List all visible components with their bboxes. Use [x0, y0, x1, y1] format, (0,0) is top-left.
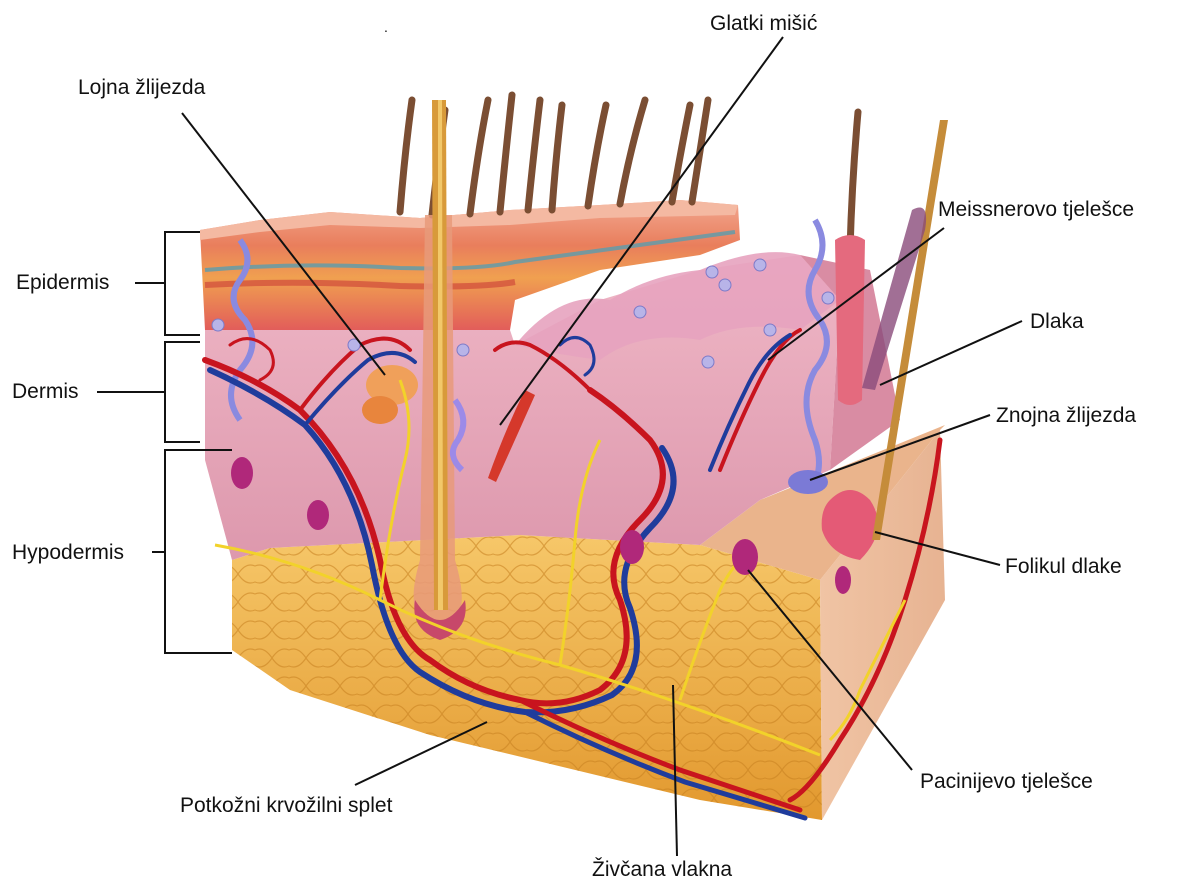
- epidermis-bracket: [135, 232, 200, 335]
- sweat-gland-body: [788, 470, 828, 494]
- meissner-corpuscle: [822, 292, 834, 304]
- meissner-corpuscle: [634, 306, 646, 318]
- hair-shaft: [850, 112, 858, 250]
- hair-shaft: [620, 100, 645, 204]
- pacinian-corpuscle: [307, 500, 329, 530]
- sebaceous-gland-lobe: [362, 396, 398, 424]
- stray-dot: .: [384, 19, 388, 35]
- label-zivcana-vlakna: Živčana vlakna: [592, 858, 732, 882]
- label-meissnerovo-tjelesce: Meissnerovo tjelešce: [938, 198, 1134, 222]
- hair-shaft: [470, 100, 488, 214]
- label-dlaka: Dlaka: [1030, 310, 1084, 334]
- pacinian-corpuscle: [835, 566, 851, 594]
- hair-shaft: [672, 105, 690, 202]
- label-dermis: Dermis: [12, 380, 79, 404]
- meissner-corpuscle: [457, 344, 469, 356]
- pacinian-corpuscle: [620, 530, 644, 564]
- label-pacinijevo-tjelesce: Pacinijevo tjelešce: [920, 770, 1093, 794]
- right-follicle-sheath: [835, 235, 865, 405]
- meissner-corpuscle: [706, 266, 718, 278]
- hair-shaft: [400, 100, 412, 212]
- label-lojna-zlijezda: Lojna žlijezda: [78, 76, 205, 100]
- leader-dlaka: [880, 321, 1022, 385]
- pacinian-corpuscle: [231, 457, 253, 489]
- label-hypodermis: Hypodermis: [12, 541, 124, 565]
- label-epidermis: Epidermis: [16, 271, 109, 295]
- label-folikul-dlake: Folikul dlake: [1005, 555, 1122, 579]
- dermis-bracket: [97, 342, 200, 442]
- hair-shaft: [528, 100, 540, 210]
- hair-shaft: [552, 105, 562, 210]
- hair-shaft: [500, 95, 512, 212]
- meissner-corpuscle: [754, 259, 766, 271]
- label-glatki-misic: Glatki mišić: [710, 12, 817, 36]
- pacinian-corpuscle: [732, 539, 758, 575]
- meissner-corpuscle: [212, 319, 224, 331]
- hair-shaft: [588, 105, 606, 206]
- meissner-corpuscle: [764, 324, 776, 336]
- meissner-corpuscle: [719, 279, 731, 291]
- label-potkozni-krvozilni-splet: Potkožni krvožilni splet: [180, 794, 392, 818]
- label-znojna-zlijezda: Znojna žlijezda: [996, 404, 1136, 428]
- meissner-corpuscle: [702, 356, 714, 368]
- hypodermis-cell-texture: [232, 535, 822, 820]
